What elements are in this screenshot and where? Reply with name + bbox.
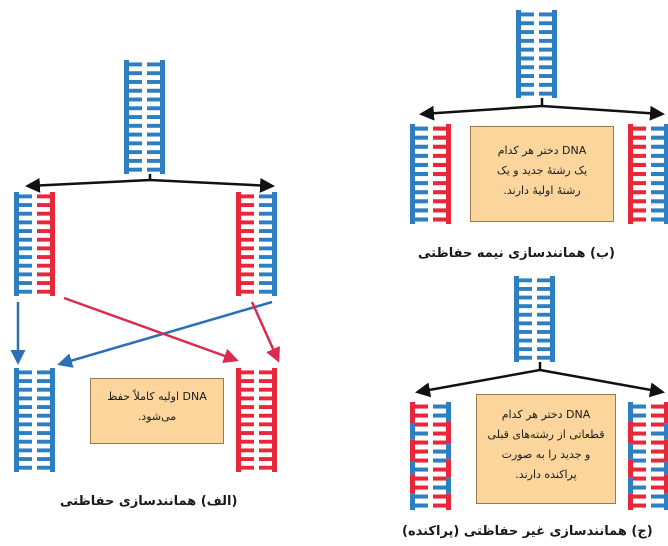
je-callout-line-2: قطعاتی از رشته‌های قبلی — [487, 428, 605, 441]
je-callout-line-1: DNA دختر هر کدام — [501, 408, 591, 421]
be-callout: DNA دختر هر کدام یک رشتهٔ جدید و یک رشته… — [470, 126, 614, 222]
alef-callout: DNA اولیه کاملاً حفظ می‌شود. — [90, 378, 224, 444]
be-arrows — [419, 98, 665, 121]
alef-old-helix — [14, 368, 55, 472]
alef-parent-helix — [124, 60, 165, 174]
alef-new-helix — [236, 368, 277, 472]
be-daughter-right — [628, 124, 668, 224]
be-parent-helix — [516, 10, 557, 98]
alef-callout-line-1: DNA اولیه کاملاً حفظ — [107, 390, 207, 403]
je-callout: DNA دختر هر کدام قطعاتی از رشته‌های قبلی… — [476, 394, 616, 504]
je-callout-line-3: و جدید را به صورت — [501, 448, 591, 461]
alef-caption: (الف) همانندسازی حفاظتی — [60, 494, 238, 509]
be-caption: (ب) همانندسازی نیمه حفاظتی — [418, 246, 615, 261]
alef-arrows — [10, 174, 280, 368]
alef-daughter-left — [14, 192, 55, 296]
je-daughter-left — [410, 402, 451, 510]
alef-daughter-right — [236, 192, 277, 296]
je-callout-line-4: پراکنده دارند. — [515, 468, 577, 481]
alef-callout-line-2: می‌شود. — [137, 410, 177, 423]
je-caption: (ج) همانندسازی غیر حفاظتی (پراکنده) — [402, 524, 653, 539]
je-arrows — [415, 362, 665, 398]
je-daughter-right — [628, 402, 668, 510]
je-parent-helix — [514, 276, 555, 362]
be-callout-line-1: DNA دختر هر کدام — [497, 144, 587, 157]
be-daughter-left — [410, 124, 451, 224]
be-callout-line-3: رشتهٔ اولیهٔ دارند. — [503, 184, 581, 197]
be-callout-line-2: یک رشتهٔ جدید و یک — [496, 164, 588, 177]
